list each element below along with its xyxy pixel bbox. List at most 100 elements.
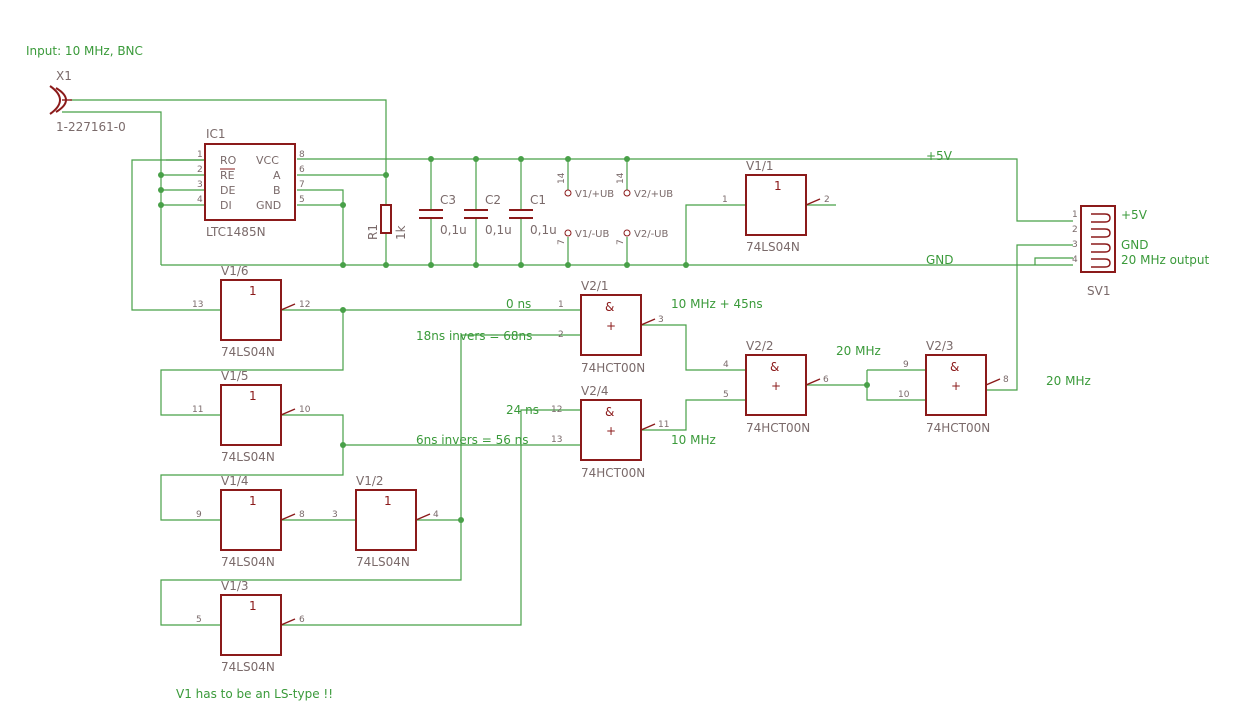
inverter-pin-in: 13 xyxy=(192,300,203,310)
inverter-v1-1: 1 V1/1 74LS04N 1 2 xyxy=(722,159,830,254)
nand-pin-in2: 10 xyxy=(898,390,910,400)
input-note: Input: 10 MHz, BNC xyxy=(26,44,143,58)
r1-name: R1 xyxy=(366,224,380,240)
inverter-pin-out: 6 xyxy=(299,615,305,625)
inverter-symbol: 1 xyxy=(249,389,257,403)
inverter-pin-in: 1 xyxy=(722,195,728,205)
power-pins: V1/+UB V2/+UB V1/-UB V2/-UB 14 14 7 7 xyxy=(557,172,673,245)
nand-pin-in2: 5 xyxy=(723,390,729,400)
inverter-symbol: 1 xyxy=(774,179,782,193)
nand-pin-in1: 9 xyxy=(903,360,909,370)
c1-name: C1 xyxy=(530,193,546,207)
ic1-pin-num: 4 xyxy=(197,195,203,205)
inverter-value: 74LS04N xyxy=(221,345,275,359)
sv1-label-gnd: GND xyxy=(1121,238,1149,252)
inverter-pin-in: 5 xyxy=(196,615,202,625)
ic1-pin-num: 6 xyxy=(299,165,305,175)
v2-pin14: 14 xyxy=(616,172,626,184)
sv1-pin-num: 3 xyxy=(1072,240,1078,250)
pin-header-sv1: 1 2 3 4 SV1 +5V GND 20 MHz output xyxy=(1072,205,1209,298)
wires xyxy=(62,99,1073,626)
ic1-value: LTC1485N xyxy=(206,225,266,239)
inverter-symbol: 1 xyxy=(249,284,257,298)
ic1-pin-label: DI xyxy=(220,199,232,212)
nand-gate-v2-2: & + V2/2 74HCT00N 4 5 6 xyxy=(723,339,829,435)
inverter-name: V1/1 xyxy=(746,159,774,173)
capacitor-c2: C2 0,1u xyxy=(464,193,512,237)
ic1-pin-label: RO xyxy=(220,154,237,167)
net-20mhz-b: 20 MHz xyxy=(1046,374,1091,388)
inverter-symbol: 1 xyxy=(249,494,257,508)
inverter-name: V1/3 xyxy=(221,579,249,593)
nand-value: 74HCT00N xyxy=(746,421,810,435)
net-10mhz: 10 MHz xyxy=(671,433,716,447)
net-vcc: +5V xyxy=(926,149,953,163)
inverter-pin-out: 4 xyxy=(433,510,439,520)
ls-type-note: V1 has to be an LS-type !! xyxy=(176,687,333,701)
net-0ns: 0 ns xyxy=(506,297,531,311)
net-10mhz-45ns: 10 MHz + 45ns xyxy=(671,297,763,311)
c2-name: C2 xyxy=(485,193,501,207)
sv1-pin-num: 2 xyxy=(1072,225,1078,235)
nand-symbol-amp: & xyxy=(605,300,614,314)
ic1-pin-num: 8 xyxy=(299,150,305,160)
net-24ns: 24 ns xyxy=(506,403,539,417)
inverter-v1-3: 1 V1/3 74LS04N 5 6 xyxy=(196,579,305,674)
ic1-pin-label: B xyxy=(273,184,281,197)
inverter-v1-4: 1 V1/4 74LS04N 9 8 xyxy=(196,474,305,569)
nand-pin-in2: 2 xyxy=(558,330,564,340)
ic1-pin-label: A xyxy=(273,169,281,182)
v2-pin7: 7 xyxy=(616,239,626,245)
inverter-name: V1/2 xyxy=(356,474,384,488)
ic1-ltc1485: IC1 LTC1485N RO RE DE DI 1 2 3 4 VCC A B… xyxy=(197,127,305,239)
ic1-right-pins: VCC A B GND 8 6 7 5 xyxy=(256,150,305,212)
capacitor-c3: C3 0,1u xyxy=(419,193,467,237)
ic1-pin-num: 1 xyxy=(197,150,203,160)
inverter-symbol: 1 xyxy=(384,494,392,508)
ic1-pin-num: 2 xyxy=(197,165,203,175)
nand-name: V2/4 xyxy=(581,384,609,398)
inverter-value: 74LS04N xyxy=(356,555,410,569)
v1-pin7: 7 xyxy=(557,239,567,245)
inverter-pin-in: 3 xyxy=(332,510,338,520)
ic1-pin-label: RE xyxy=(220,169,235,182)
nand-pin-in1: 12 xyxy=(551,405,562,415)
nand-name: V2/1 xyxy=(581,279,609,293)
inverter-value: 74LS04N xyxy=(221,555,275,569)
nand-pin-out: 11 xyxy=(658,420,669,430)
sv1-pin-num: 4 xyxy=(1072,255,1078,265)
capacitors: C3 0,1u C2 0,1u C1 0,1u xyxy=(419,193,557,237)
inverter-name: V1/4 xyxy=(221,474,249,488)
ic1-left-pins: RO RE DE DI 1 2 3 4 xyxy=(197,150,237,212)
v1-pin14: 14 xyxy=(557,172,567,184)
sv1-label-vcc: +5V xyxy=(1121,208,1148,222)
nand-gate-v2-1: & + V2/1 74HCT00N 1 2 3 xyxy=(558,279,664,375)
sv1-label-output: 20 MHz output xyxy=(1121,253,1209,267)
nand-pin-out: 8 xyxy=(1003,375,1009,385)
inverter-v1-6: 1 V1/6 74LS04N 13 12 xyxy=(192,264,310,359)
ic1-pin-num: 5 xyxy=(299,195,305,205)
nand-value: 74HCT00N xyxy=(581,361,645,375)
inverter-value: 74LS04N xyxy=(221,450,275,464)
nand-value: 74HCT00N xyxy=(926,421,990,435)
capacitor-c1: C1 0,1u xyxy=(509,193,557,237)
inverter-pin-out: 10 xyxy=(299,405,311,415)
nand-name: V2/2 xyxy=(746,339,774,353)
r1-value: 1k xyxy=(394,225,408,240)
nand-pin-out: 3 xyxy=(658,315,664,325)
sv1-pin-num: 1 xyxy=(1072,210,1078,220)
junctions xyxy=(158,156,870,523)
ic1-pin-label: GND xyxy=(256,199,281,212)
nand-gate-v2-4: & + V2/4 74HCT00N 12 13 11 xyxy=(551,384,669,480)
nand-symbol-plus: + xyxy=(771,379,781,393)
nand-gate-v2-3: & + V2/3 74HCT00N 9 10 8 xyxy=(898,339,1009,435)
inverter-name: V1/5 xyxy=(221,369,249,383)
bnc-connector-x1: X1 1-227161-0 xyxy=(49,69,126,134)
ic1-pin-num: 7 xyxy=(299,180,305,190)
x1-value: 1-227161-0 xyxy=(56,120,126,134)
ic1-pin-num: 3 xyxy=(197,180,203,190)
inverter-pin-out: 2 xyxy=(824,195,830,205)
v2-ub-neg: V2/-UB xyxy=(634,229,669,240)
net-6ns-invers: 6ns invers = 56 ns xyxy=(416,433,529,447)
